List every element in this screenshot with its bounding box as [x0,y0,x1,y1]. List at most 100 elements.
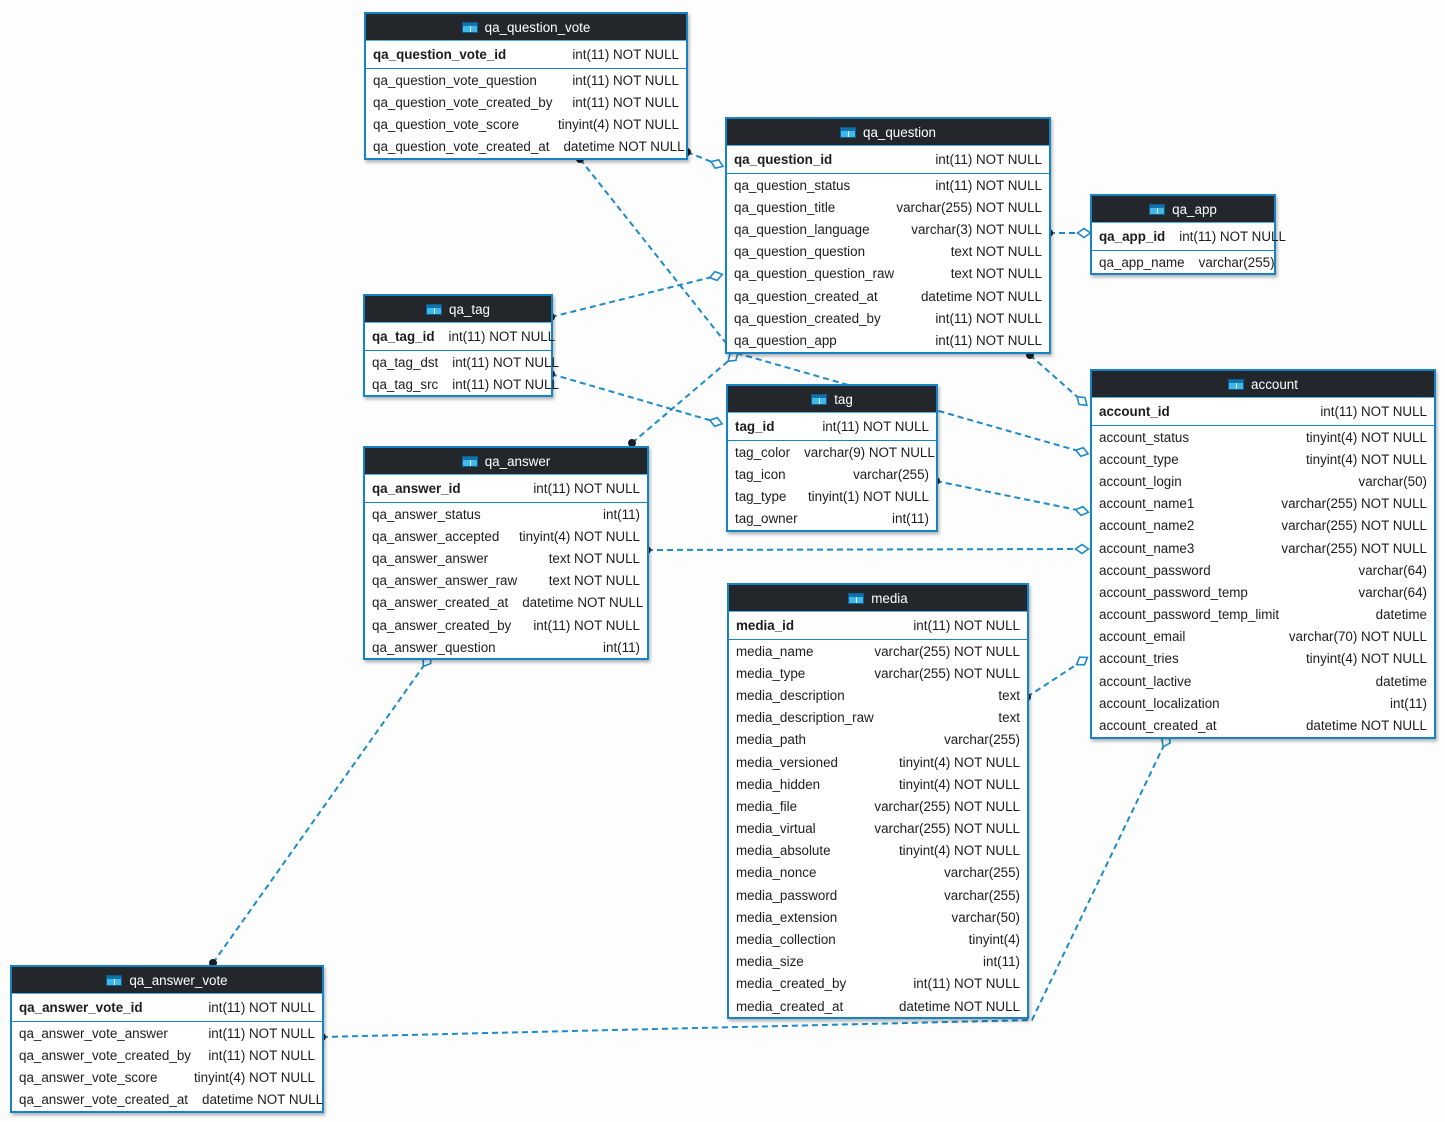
relationship-media-to-account[interactable] [1023,656,1089,701]
table-header[interactable]: qa_app [1092,196,1274,223]
relationship-qa_question-to-qa_app[interactable] [1045,227,1092,239]
table-header[interactable]: qa_tag [365,296,551,323]
column-name: qa_question_status [734,177,851,193]
relationship-qa_answer-to-account[interactable] [643,543,1090,555]
relationship-tag-to-account[interactable] [932,477,1090,517]
relationship-qa_tag-to-tag[interactable] [547,370,724,428]
relationship-qa_question-to-account[interactable] [1026,351,1088,407]
table-header[interactable]: tag [728,386,936,413]
table-header[interactable]: qa_question [727,119,1049,146]
relationship-qa_answer_vote-to-qa_answer[interactable] [209,654,432,967]
table-header[interactable]: qa_answer_vote [12,967,322,994]
column-type: varchar(255) NOT NULL [896,199,1042,215]
relationship-qa_answer-to-qa_question[interactable] [628,351,739,447]
table-header[interactable]: media [729,585,1027,612]
table-header[interactable]: qa_question_vote [366,14,686,41]
relationship-qa_tag-to-qa_question[interactable] [547,270,724,321]
relationship-qa_question_vote-to-qa_question[interactable] [683,148,725,170]
table-header[interactable]: account [1092,371,1434,398]
table-header[interactable]: qa_answer [365,448,647,475]
